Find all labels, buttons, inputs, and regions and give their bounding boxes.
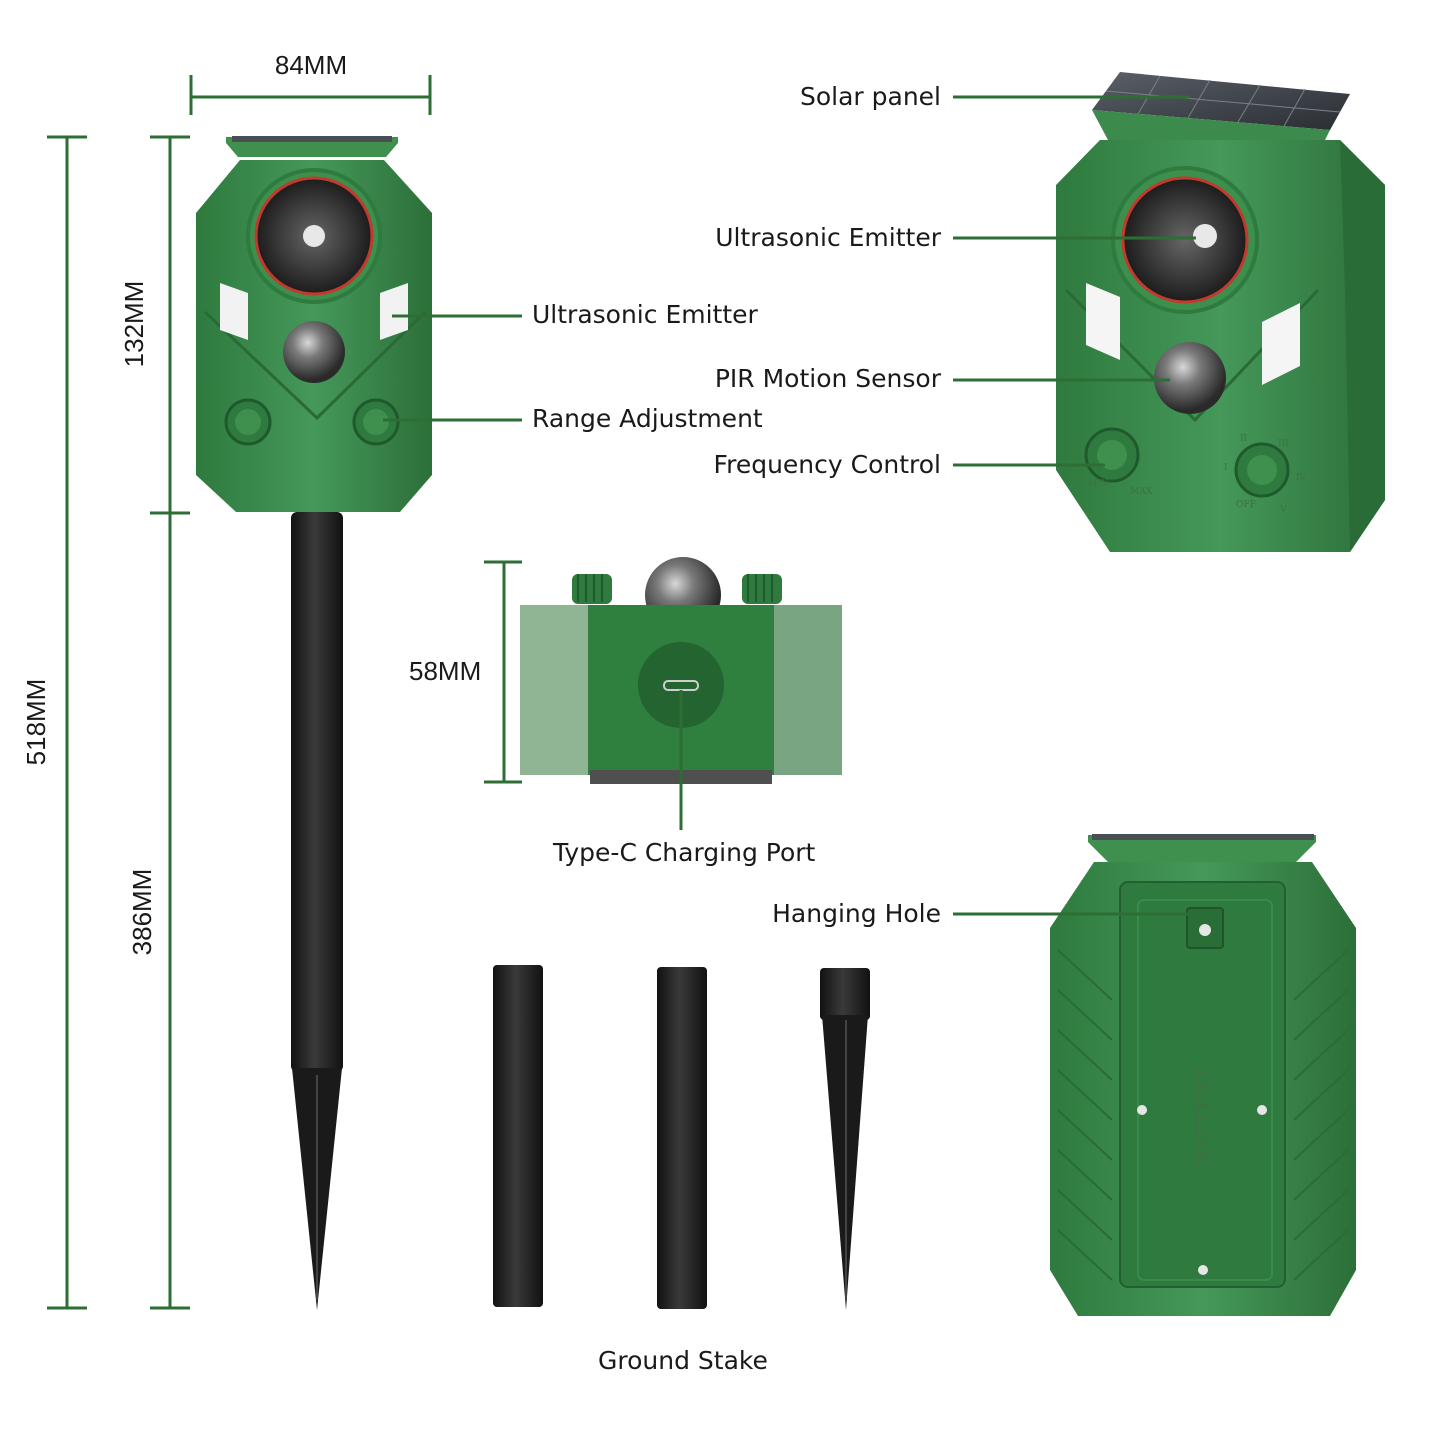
front-speaker-center [303,225,325,247]
marking-max: MAX [1130,487,1153,497]
marking-min: MIN [1088,479,1109,489]
dimension-depth [484,560,522,784]
label-ground-stake: Ground Stake [598,1346,768,1375]
label-front-ultrasonic: Ultrasonic Emitter [532,300,758,329]
label-range-adjustment: Range Adjustment [532,404,763,433]
dimension-width [189,75,432,115]
front-device [196,136,432,1310]
marking-i: I [1224,463,1228,473]
marking-ii: II [1240,434,1248,444]
marking-iii: III [1278,439,1289,449]
dim-width-label: 84MM [274,50,348,80]
battery-marking: BATTERY [1191,1067,1215,1165]
marking-off: OFF [1236,500,1256,510]
marking-v: V [1279,505,1287,515]
label-hanging-hole: Hanging Hole [772,899,941,928]
stake-tube-1 [493,965,543,1307]
ground-stake-parts [493,965,870,1310]
dim-body-height-label: 132MM [119,280,149,368]
dim-depth-label: 58MM [409,656,482,686]
label-frequency-control: Frequency Control [713,450,941,479]
stake-tube-2 [657,967,707,1309]
front-pir-sensor [283,321,345,383]
label-pir-sensor: PIR Motion Sensor [714,364,941,393]
back-device: BATTERY [1050,834,1356,1316]
dim-stake-height-label: 386MM [127,868,157,956]
marking-iv: IV [1296,473,1307,483]
front-stake-tube [291,512,343,1072]
dimension-body-stake [150,135,190,1310]
dimension-total-height [47,135,87,1310]
angled-device: MIN MAX I II III IV OFF V [1056,72,1385,552]
label-solar-panel: Solar panel [799,82,941,111]
dim-total-height-label: 518MM [21,678,51,766]
label-type-c-port: Type-C Charging Port [553,838,816,867]
label-side-ultrasonic: Ultrasonic Emitter [715,223,941,252]
